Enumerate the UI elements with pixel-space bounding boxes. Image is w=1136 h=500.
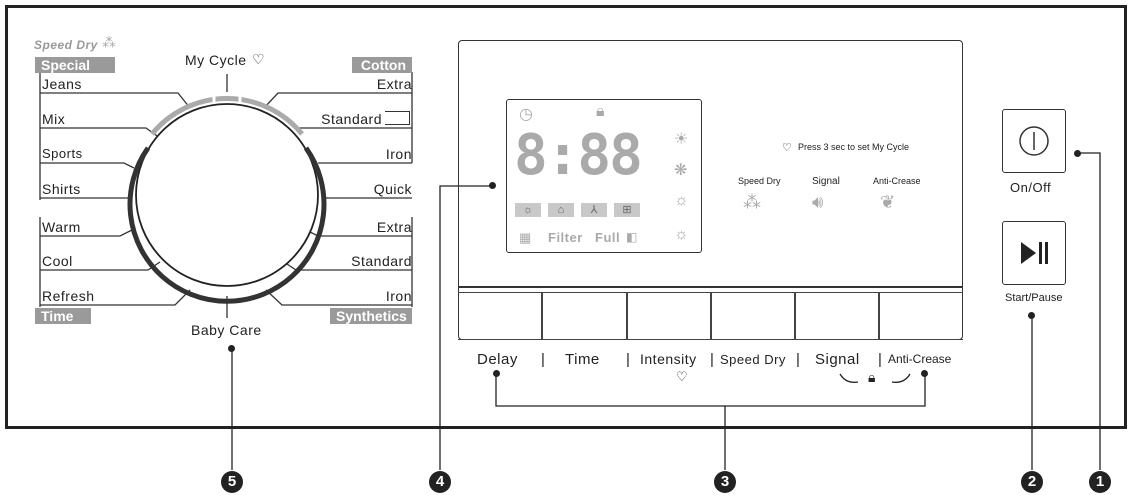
dry-level-4-icon: ☼ bbox=[674, 226, 689, 243]
intensity-label: Intensity bbox=[640, 351, 697, 367]
key-row-divider bbox=[458, 286, 963, 288]
cupboard-icon bbox=[385, 111, 410, 125]
callout-4-dot bbox=[489, 182, 496, 189]
signal-key[interactable] bbox=[795, 292, 879, 340]
program-refresh[interactable]: Refresh bbox=[42, 288, 95, 304]
my-cycle-small-icon: ♡ bbox=[676, 369, 688, 384]
program-warm[interactable]: Warm bbox=[42, 219, 81, 235]
program-quick[interactable]: Quick bbox=[373, 181, 412, 197]
power-icon bbox=[1019, 126, 1049, 156]
callout-5: 5 bbox=[221, 471, 243, 493]
my-cycle-note: Press 3 sec to set My Cycle bbox=[798, 142, 910, 152]
leader-extra-1 bbox=[263, 92, 412, 109]
program-mix[interactable]: Mix bbox=[42, 111, 66, 127]
full-indicator: Full bbox=[595, 230, 621, 245]
leader-3-bracket bbox=[495, 372, 926, 407]
leader-jeans bbox=[40, 92, 191, 109]
speed-dry-label: Speed Dry bbox=[720, 352, 786, 367]
lcd-screen bbox=[506, 99, 702, 253]
callout-4: 4 bbox=[429, 471, 451, 493]
filter-indicator: Filter bbox=[548, 230, 583, 245]
time-key[interactable] bbox=[542, 292, 627, 340]
heat-phase-icon: ☼ bbox=[515, 203, 541, 217]
anti-crease-key[interactable] bbox=[879, 292, 963, 340]
callout-5-dot bbox=[228, 345, 235, 352]
on-off-label: On/Off bbox=[1010, 180, 1052, 195]
signal-indicator-label: Signal bbox=[812, 176, 840, 187]
child-lock-icon: 🔒︎ bbox=[596, 103, 605, 120]
leader-mix bbox=[40, 127, 161, 139]
group-synthetics: Synthetics bbox=[330, 308, 412, 324]
intensity-key[interactable] bbox=[627, 292, 711, 340]
leader-warm bbox=[40, 229, 133, 237]
program-sports[interactable]: Sports bbox=[42, 146, 83, 161]
leader-cool bbox=[40, 261, 161, 271]
program-cotton-standard[interactable]: Standard bbox=[321, 111, 382, 127]
water-tank-icon: ◧ bbox=[626, 230, 638, 244]
my-cycle-label: My Cycle bbox=[185, 52, 247, 68]
speed-dry-icon: ⁂ bbox=[743, 192, 761, 212]
leader-4 bbox=[439, 185, 493, 470]
separator: | bbox=[878, 351, 883, 368]
leader-refresh bbox=[40, 289, 191, 306]
program-cool[interactable]: Cool bbox=[42, 253, 73, 269]
delay-key[interactable] bbox=[458, 292, 542, 340]
speed-dry-indicator-label: Speed Dry bbox=[738, 176, 781, 186]
separator: | bbox=[796, 351, 801, 368]
iron-phase-icon: ⌂ bbox=[548, 203, 574, 217]
leaf-icon: ❦ bbox=[880, 192, 896, 212]
heart-hand-icon: ♡ bbox=[252, 51, 265, 67]
phase-icons: ☼ ⌂ ⅄ ⊞ bbox=[515, 203, 641, 217]
program-synthetics-standard[interactable]: Standard bbox=[351, 253, 412, 269]
program-dial bbox=[135, 103, 319, 287]
play-pause-icon bbox=[1021, 242, 1048, 264]
anti-crease-indicator-label: Anti-Crease bbox=[873, 176, 921, 186]
callout-3: 3 bbox=[714, 471, 736, 493]
program-synthetics-extra[interactable]: Extra bbox=[376, 219, 412, 235]
lcd-digits: 8:88 bbox=[514, 123, 643, 188]
clock-icon: ◷ bbox=[519, 106, 533, 123]
end-phase-icon: ⊞ bbox=[614, 203, 640, 217]
group-special: Special bbox=[35, 57, 115, 73]
filter-icon: ▦ bbox=[519, 230, 532, 245]
fan-phase-icon: ⅄ bbox=[581, 203, 607, 217]
callout-2-dot bbox=[1028, 312, 1035, 319]
child-lock-small-icon: 🔒︎ bbox=[868, 369, 876, 385]
dry-level-2-icon: ❋ bbox=[674, 162, 688, 179]
group-cotton: Cotton bbox=[352, 57, 412, 73]
time-label: Time bbox=[565, 351, 600, 368]
speaker-icon: 🔊︎ bbox=[812, 192, 824, 212]
callout-1: 1 bbox=[1089, 471, 1111, 493]
separator: | bbox=[626, 351, 631, 368]
speed-dry-logo: Speed Dry bbox=[34, 38, 98, 52]
leader-iron-2 bbox=[265, 289, 412, 306]
callout-2: 2 bbox=[1021, 471, 1043, 493]
group-time: Time bbox=[35, 308, 91, 324]
program-jeans[interactable]: Jeans bbox=[42, 76, 82, 92]
program-synthetics-iron[interactable]: Iron bbox=[385, 288, 412, 304]
start-pause-label: Start/Pause bbox=[1005, 292, 1063, 304]
speed-dry-key[interactable] bbox=[711, 292, 795, 340]
speed-dry-sun-icon: ⁂ bbox=[102, 34, 116, 50]
program-shirts[interactable]: Shirts bbox=[42, 181, 81, 197]
anti-crease-dot bbox=[921, 370, 928, 377]
leader-1 bbox=[1078, 152, 1101, 470]
delay-label: Delay bbox=[477, 351, 518, 368]
callout-1-dot bbox=[1074, 150, 1081, 157]
start-pause-button[interactable] bbox=[1002, 221, 1066, 285]
program-cotton-extra[interactable]: Extra bbox=[376, 76, 412, 92]
signal-label: Signal bbox=[815, 351, 860, 368]
program-cotton-iron[interactable]: Iron bbox=[385, 146, 412, 162]
my-cycle-hand-icon: ♡ bbox=[782, 142, 792, 154]
dry-level-3-icon: ☼ bbox=[674, 192, 689, 209]
separator: | bbox=[710, 351, 715, 368]
on-off-button[interactable] bbox=[1002, 109, 1066, 173]
separator: | bbox=[541, 351, 546, 368]
anti-crease-label: Anti-Crease bbox=[888, 352, 952, 366]
delay-dot bbox=[493, 370, 500, 377]
leader-sports bbox=[40, 162, 135, 169]
baby-care-label: Baby Care bbox=[191, 322, 262, 338]
dry-level-1-icon: ☀ bbox=[674, 131, 689, 148]
